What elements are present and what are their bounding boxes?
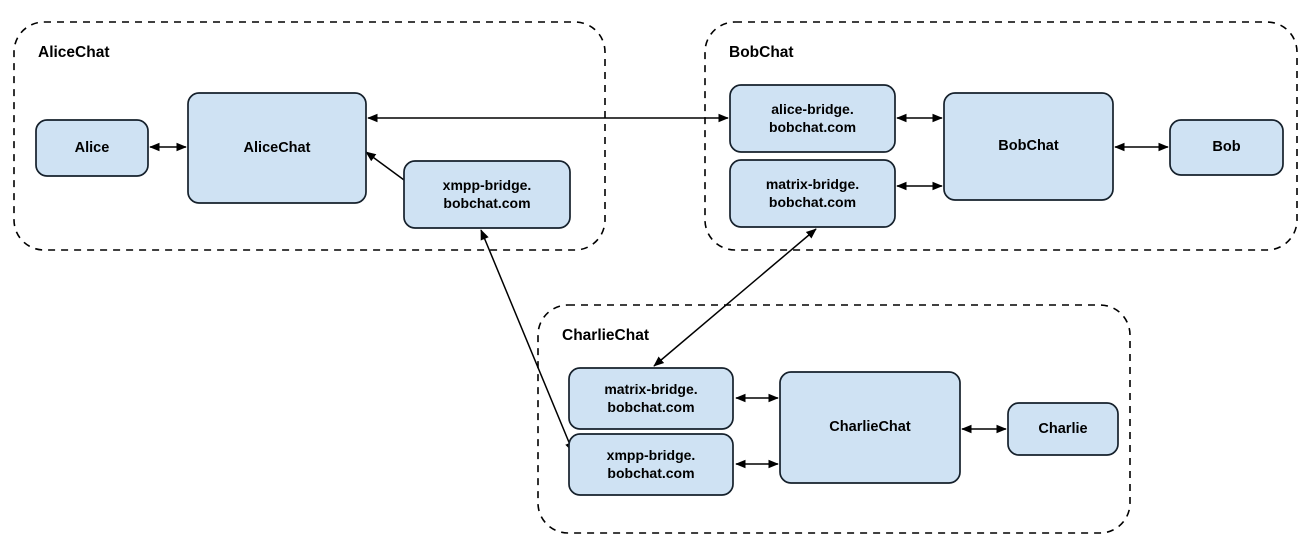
edge-bob-matrix-bridge-to-charlie-matrix-bridge (653, 228, 817, 367)
edge-alice-xmpp-bridge-to-charlie-xmpp-bridge (480, 229, 574, 453)
group-bobchat-label: BobChat (729, 44, 794, 61)
node-charlie-matrix-bridge[interactable] (568, 367, 734, 430)
group-bobchat (704, 21, 1298, 251)
node-alicechat-server[interactable] (187, 92, 367, 204)
node-alice[interactable] (35, 119, 149, 177)
node-bob[interactable] (1169, 119, 1284, 176)
group-charliechat-label: CharlieChat (562, 327, 649, 344)
node-alice-xmpp-bridge[interactable] (403, 160, 571, 229)
node-boxes (35, 84, 1284, 496)
node-charlie-xmpp-bridge[interactable] (568, 433, 734, 496)
node-charliechat-server[interactable] (779, 371, 961, 484)
group-alicechat-label: AliceChat (38, 44, 110, 61)
node-charlie[interactable] (1007, 402, 1119, 456)
node-bob-matrix-bridge[interactable] (729, 159, 896, 228)
node-bobchat-server[interactable] (943, 92, 1114, 201)
node-bob-alice-bridge[interactable] (729, 84, 896, 153)
group-alicechat (13, 21, 606, 251)
